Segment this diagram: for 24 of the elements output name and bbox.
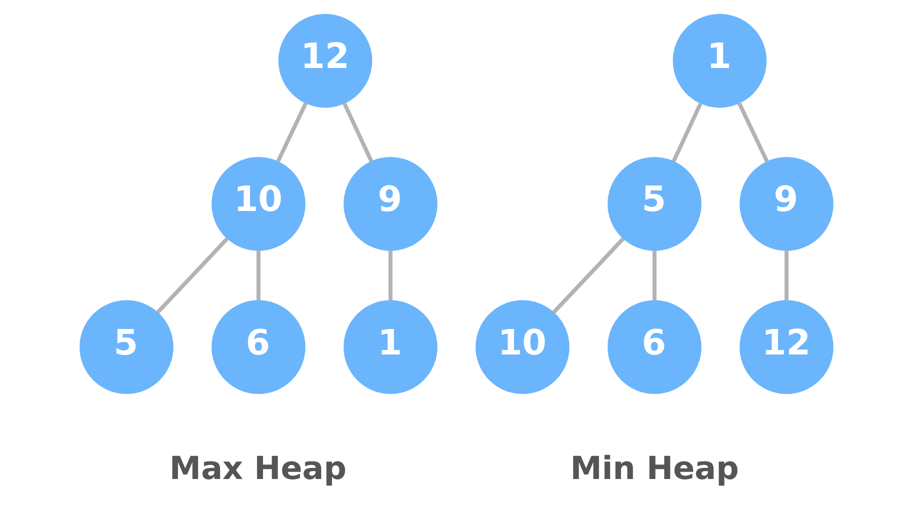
connector bbox=[736, 102, 769, 163]
connector bbox=[784, 250, 788, 300]
node-circle: 9 bbox=[739, 157, 833, 251]
connector bbox=[552, 237, 624, 314]
node-circle: 12 bbox=[278, 14, 372, 108]
node-circle: 5 bbox=[607, 157, 701, 251]
connector bbox=[652, 250, 656, 300]
node-circle: 1 bbox=[672, 14, 766, 108]
node-circle: 10 bbox=[211, 157, 305, 251]
connector bbox=[342, 102, 373, 162]
connector bbox=[156, 237, 228, 314]
node-circle: 10 bbox=[475, 300, 569, 394]
connector bbox=[275, 102, 308, 163]
connector bbox=[671, 102, 702, 162]
node-circle: 9 bbox=[343, 157, 437, 251]
node-circle: 6 bbox=[607, 300, 701, 394]
node-circle: 5 bbox=[79, 300, 173, 394]
label: Min Heap bbox=[570, 450, 738, 488]
node-circle: 6 bbox=[211, 300, 305, 394]
connector bbox=[256, 250, 260, 300]
connector bbox=[388, 250, 392, 300]
node-circle: 12 bbox=[739, 300, 833, 394]
label: Max Heap bbox=[168, 450, 346, 488]
node-circle: 1 bbox=[343, 300, 437, 394]
